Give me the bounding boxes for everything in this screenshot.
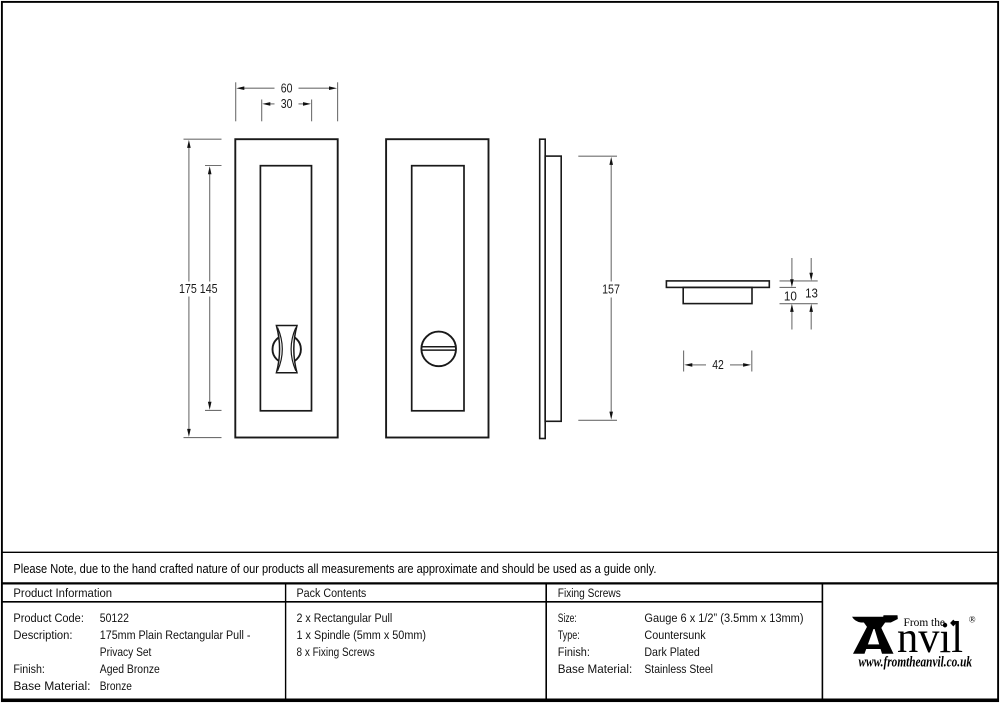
svg-text:Base Material:: Base Material:	[558, 662, 632, 676]
svg-text:2 x Rectangular Pull: 2 x Rectangular Pull	[297, 611, 393, 625]
svg-text:157: 157	[602, 282, 620, 297]
svg-text:Privacy Set: Privacy Set	[100, 645, 152, 659]
svg-text:8 x Fixing Screws: 8 x Fixing Screws	[297, 645, 375, 659]
svg-text:1 x Spindle (5mm x 50mm): 1 x Spindle (5mm x 50mm)	[297, 628, 427, 642]
svg-text:®: ®	[969, 614, 976, 624]
svg-text:Description:: Description:	[13, 628, 72, 642]
svg-text:175mm Plain Rectangular Pull -: 175mm Plain Rectangular Pull -	[100, 628, 251, 642]
svg-text:Finish:: Finish:	[558, 645, 590, 659]
svg-text:Base Material:: Base Material:	[13, 679, 90, 693]
svg-text:Gauge 6 x 1/2” (3.5mm x 13mm): Gauge 6 x 1/2” (3.5mm x 13mm)	[644, 611, 803, 625]
svg-text:Stainless Steel: Stainless Steel	[644, 662, 713, 676]
svg-text:Product Information: Product Information	[13, 586, 112, 600]
svg-text:13: 13	[805, 286, 818, 301]
svg-text:Please Note, due to the hand c: Please Note, due to the hand crafted nat…	[13, 561, 656, 576]
svg-text:From the: From the	[904, 617, 946, 629]
svg-text:Bronze: Bronze	[100, 679, 132, 693]
svg-text:Dark Plated: Dark Plated	[644, 645, 699, 659]
svg-text:50122: 50122	[100, 611, 129, 625]
svg-text:Type:: Type:	[558, 628, 580, 642]
svg-text:www.fromtheanvil.co.uk: www.fromtheanvil.co.uk	[859, 655, 973, 671]
svg-text:nvil: nvil	[897, 613, 963, 662]
svg-text:Pack Contents: Pack Contents	[297, 586, 367, 600]
svg-text:175 145: 175 145	[179, 281, 218, 296]
svg-text:30: 30	[281, 96, 293, 111]
svg-text:Fixing Screws: Fixing Screws	[558, 586, 621, 600]
svg-text:Finish:: Finish:	[13, 662, 45, 676]
svg-text:42: 42	[712, 357, 724, 372]
svg-text:Product Code:: Product Code:	[13, 611, 84, 625]
svg-text:Aged Bronze: Aged Bronze	[100, 662, 160, 676]
svg-text:Countersunk: Countersunk	[644, 628, 706, 642]
svg-text:60: 60	[281, 80, 293, 95]
svg-text:Size:: Size:	[558, 611, 577, 625]
svg-text:10: 10	[784, 289, 797, 304]
